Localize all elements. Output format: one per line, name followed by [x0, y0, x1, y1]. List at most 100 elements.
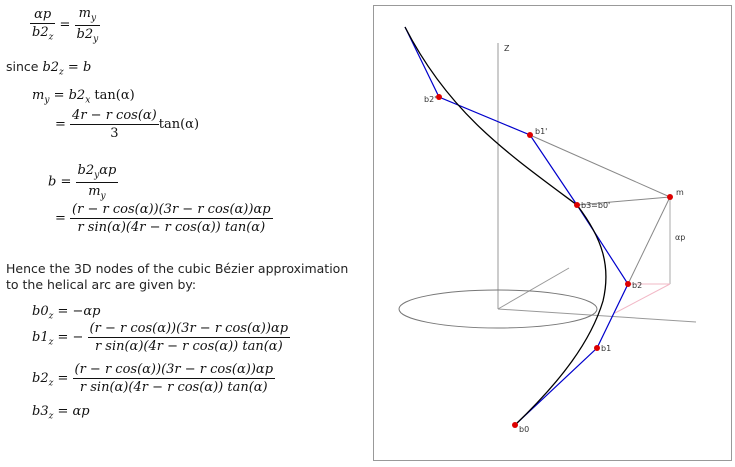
equation-b2z: b2z = (r − r cos(α))(3r − r cos(α))αp r … [32, 362, 276, 395]
since-text: since [6, 59, 43, 74]
equation-my-expanded: = 4r − r cos(α) 3 tan(α) [55, 108, 199, 141]
tan-factor: tan(α) [158, 117, 200, 132]
my-rhs: b2 [68, 88, 86, 103]
label-b1p: b1' [535, 127, 547, 136]
numerator: 4r − r cos(α) [70, 108, 159, 125]
base-circle [398, 289, 598, 329]
equals-sign: = [53, 88, 65, 103]
fraction-ap-over-b2z: αp b2z [30, 7, 56, 43]
construction-line-b3-m [576, 196, 671, 206]
node-b1p [527, 132, 533, 138]
z-axis-label: Z [504, 44, 510, 53]
equation-my: my = b2x tan(α) [32, 88, 135, 106]
since-lhs: b2 [42, 60, 60, 75]
my-lhs: m [32, 88, 45, 103]
node-b2 [625, 281, 631, 287]
hence-line-1: Hence the 3D nodes of the cubic Bézier a… [6, 261, 349, 276]
since-line: since b2z = b [6, 59, 91, 78]
b1-lhs: b1 [32, 330, 49, 345]
b1-eq: = − [53, 330, 84, 345]
since-rhs: = b [63, 60, 92, 75]
helix-curve [404, 26, 607, 426]
label-ap: αp [675, 233, 685, 242]
my-lhs-sub: y [44, 95, 50, 106]
x-axis [497, 308, 697, 323]
node-b1 [594, 345, 600, 351]
denominator: b2z [30, 24, 55, 43]
b0-lhs: b0 [32, 304, 49, 319]
label-b2p: b2' [424, 95, 436, 104]
b0-sub: z [48, 311, 54, 322]
numerator: b2yαp [75, 163, 119, 183]
b1-sub: z [48, 337, 54, 348]
num-base: b2 [77, 163, 95, 178]
b2-sub: z [48, 378, 54, 389]
node-b0 [512, 422, 518, 428]
since-lhs-sub: z [59, 67, 64, 78]
equation-b: b = b2yαp my [48, 163, 119, 202]
denominator: my [76, 183, 119, 202]
fraction-my: 4r − r cos(α) 3 [70, 108, 159, 141]
denominator: 3 [110, 126, 119, 141]
den-base: m [88, 183, 101, 199]
y-axis [497, 267, 570, 310]
fraction-my-over-b2y: my b2y [74, 6, 101, 45]
diagram-svg: Z b2' b1' b3=b0' m αp b2 b1 [398, 26, 697, 434]
label-b2: b2 [632, 281, 642, 290]
fraction-b2y-ap-over-my: b2yαp my [75, 163, 119, 202]
b-lhs: b [48, 174, 57, 190]
my-rhs-tail: tan(α) [90, 88, 135, 103]
fraction-b2z: (r − r cos(α))(3r − r cos(α))αp r sin(α)… [72, 362, 276, 395]
den-sub: y [100, 191, 106, 202]
fraction-b: (r − r cos(α))(3r − r cos(α))αp r sin(α)… [70, 202, 273, 235]
num-sub: y [94, 170, 100, 181]
den-base: b2 [32, 25, 49, 41]
denominator: r sin(α)(4r − r cos(α)) tan(α) [79, 380, 268, 395]
den-sub: y [93, 34, 99, 45]
denominator: r sin(α)(4r − r cos(α)) tan(α) [94, 339, 283, 354]
numerator: (r − r cos(α))(3r − r cos(α))αp [72, 362, 276, 379]
den-base: b2 [76, 26, 94, 42]
numerator: my [74, 6, 101, 26]
b2-lhs: b2 [32, 371, 49, 386]
numerator: αp [30, 7, 56, 25]
equation-b1z: b1z = − (r − r cos(α))(3r − r cos(α))αp … [32, 321, 291, 354]
control-polygon-upper [404, 26, 578, 206]
num-sub: y [90, 13, 97, 24]
b3-rhs: = αp [53, 404, 90, 419]
equation-b3z: b3z = αp [32, 404, 90, 422]
equation-b0z: b0z = −αp [32, 304, 101, 322]
b3-lhs: b3 [32, 404, 49, 419]
construction-line-b1p-m [529, 134, 671, 198]
b2-eq: = [53, 371, 73, 386]
b0-rhs: = −αp [53, 304, 101, 319]
node-b2p [436, 94, 442, 100]
my-rhs-sub: x [85, 95, 91, 106]
equals-sign: = [60, 174, 72, 190]
label-m: m [676, 188, 684, 197]
label-b3: b3=b0' [581, 201, 610, 210]
fraction-b1z: (r − r cos(α))(3r − r cos(α))αp r sin(α)… [87, 321, 291, 354]
den-sub: z [48, 32, 54, 43]
node-m [667, 194, 673, 200]
bezier-helix-diagram: Z b2' b1' b3=b0' m αp b2 b1 [373, 5, 732, 461]
equals-sign: = [55, 117, 66, 132]
num-tail: αp [99, 163, 117, 178]
num-base: m [78, 6, 91, 21]
node-points [436, 94, 673, 428]
denominator: b2y [75, 26, 101, 45]
equals-sign: = [55, 211, 66, 226]
denominator: r sin(α)(4r − r cos(α)) tan(α) [77, 220, 266, 235]
numerator: (r − r cos(α))(3r − r cos(α))αp [87, 321, 291, 338]
pink-line-2 [614, 283, 671, 314]
label-b0: b0 [519, 425, 529, 434]
construction-line-b2-m [627, 196, 671, 285]
label-b1: b1 [601, 344, 611, 353]
numerator: (r − r cos(α))(3r − r cos(α))αp [70, 202, 273, 219]
node-b3 [574, 202, 580, 208]
hence-line-2: to the helical arc are given by: [6, 277, 197, 292]
equation-b-expanded: = (r − r cos(α))(3r − r cos(α))αp r sin(… [55, 202, 273, 235]
b3-sub: z [48, 411, 54, 422]
control-polygon-lower [514, 204, 629, 426]
hence-paragraph: Hence the 3D nodes of the cubic Bézier a… [6, 261, 348, 293]
